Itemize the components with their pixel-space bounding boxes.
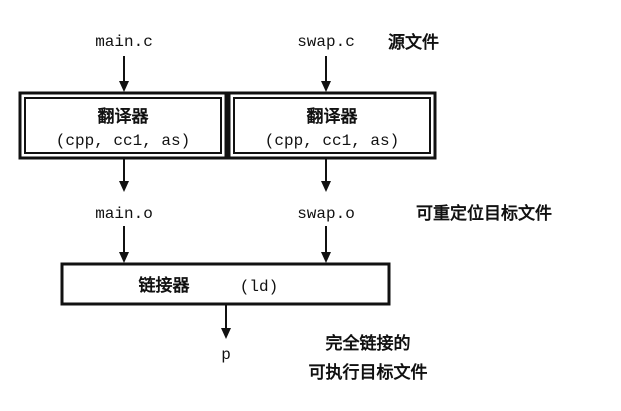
arrow-linker-to-output — [221, 304, 231, 339]
executable-output-label: p — [221, 346, 231, 364]
linker-tool: (ld) — [240, 278, 278, 296]
linker-title: 链接器 — [139, 275, 191, 296]
right-translator-title: 翻译器 — [307, 106, 359, 127]
arrow-main-o-to-linker — [119, 226, 129, 263]
relocatable-object-files-label: 可重定位目标文件 — [416, 203, 552, 224]
right-translator-box: 翻译器 (cpp, cc1, as) — [227, 91, 437, 160]
main-c-label: main.c — [95, 33, 153, 51]
swap-o-label: swap.o — [297, 205, 355, 223]
right-translator-tools: (cpp, cc1, as) — [265, 132, 399, 150]
linker-box: 链接器 (ld) — [60, 262, 391, 306]
arrow-translator-to-swap-o — [321, 158, 331, 192]
left-translator-box: 翻译器 (cpp, cc1, as) — [18, 91, 228, 160]
left-translator-title: 翻译器 — [98, 106, 150, 127]
arrow-swap-c-to-translator — [321, 56, 331, 92]
swap-c-label: swap.c — [297, 33, 355, 51]
arrow-swap-o-to-linker — [321, 226, 331, 263]
executable-label-line2: 可执行目标文件 — [309, 362, 428, 383]
source-files-label: 源文件 — [388, 32, 439, 53]
executable-label-line1: 完全链接的 — [326, 333, 411, 354]
left-translator-tools: (cpp, cc1, as) — [56, 132, 190, 150]
arrow-main-c-to-translator — [119, 56, 129, 92]
arrow-translator-to-main-o — [119, 158, 129, 192]
main-o-label: main.o — [95, 205, 153, 223]
